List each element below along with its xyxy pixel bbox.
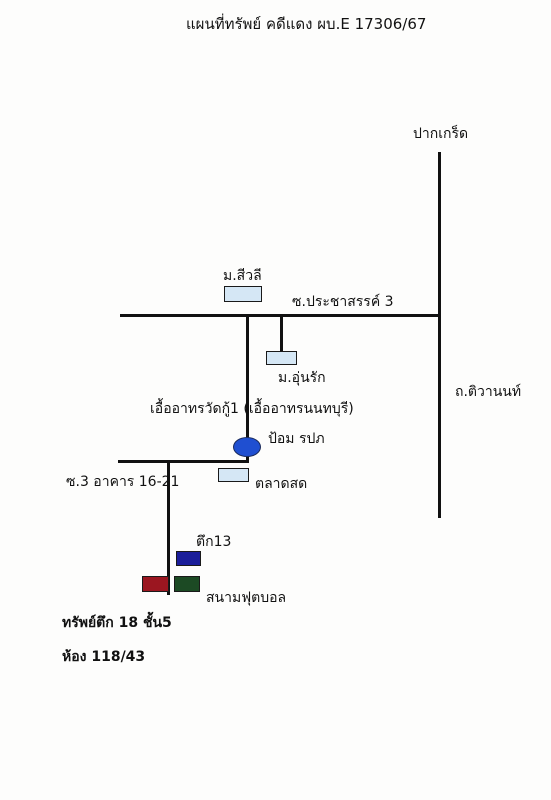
building13-marker xyxy=(176,551,201,566)
north-end-label: ปากเกร็ด xyxy=(413,126,469,142)
village-b-label: ม.อุ่นรัก xyxy=(278,370,326,386)
property-line-2: ห้อง 118/43 xyxy=(62,649,146,665)
main-road-line xyxy=(438,152,441,518)
map-title: แผนที่ทรัพย์ คดีแดง ผบ.E 17306/67 xyxy=(186,15,427,33)
market-marker xyxy=(218,468,249,482)
village-a-label: ม.สีวลี xyxy=(223,268,262,284)
soi-prachasan-line xyxy=(120,314,440,317)
property-marker xyxy=(142,576,169,592)
soi-3-label: ซ.3 อาคาร 16-21 xyxy=(66,474,180,490)
main-road-label: ถ.ติวานนท์ xyxy=(455,384,522,400)
housing-label: เอื้ออาทรวัดกู้1 (เอื้ออาทรนนทบุรี) xyxy=(150,401,354,417)
football-field-marker xyxy=(174,576,200,592)
soi-connector-line xyxy=(246,317,249,463)
soi-3-line xyxy=(118,460,248,463)
village-a-marker xyxy=(224,286,262,302)
property-access-line xyxy=(167,463,170,595)
football-field-label: สนามฟุตบอล xyxy=(206,590,287,606)
village-b-marker xyxy=(266,351,297,365)
village-b-branch-line xyxy=(280,317,283,353)
building13-label: ตึก13 xyxy=(196,534,232,550)
police-box-label: ป้อม รปภ xyxy=(268,431,325,447)
police-box-marker xyxy=(233,437,261,457)
market-label: ตลาดสด xyxy=(255,476,308,492)
soi-prachasan-label: ซ.ประชาสรรค์ 3 xyxy=(292,294,394,310)
property-line-1: ทรัพย์ตึก 18 ชั้น5 xyxy=(62,615,172,631)
